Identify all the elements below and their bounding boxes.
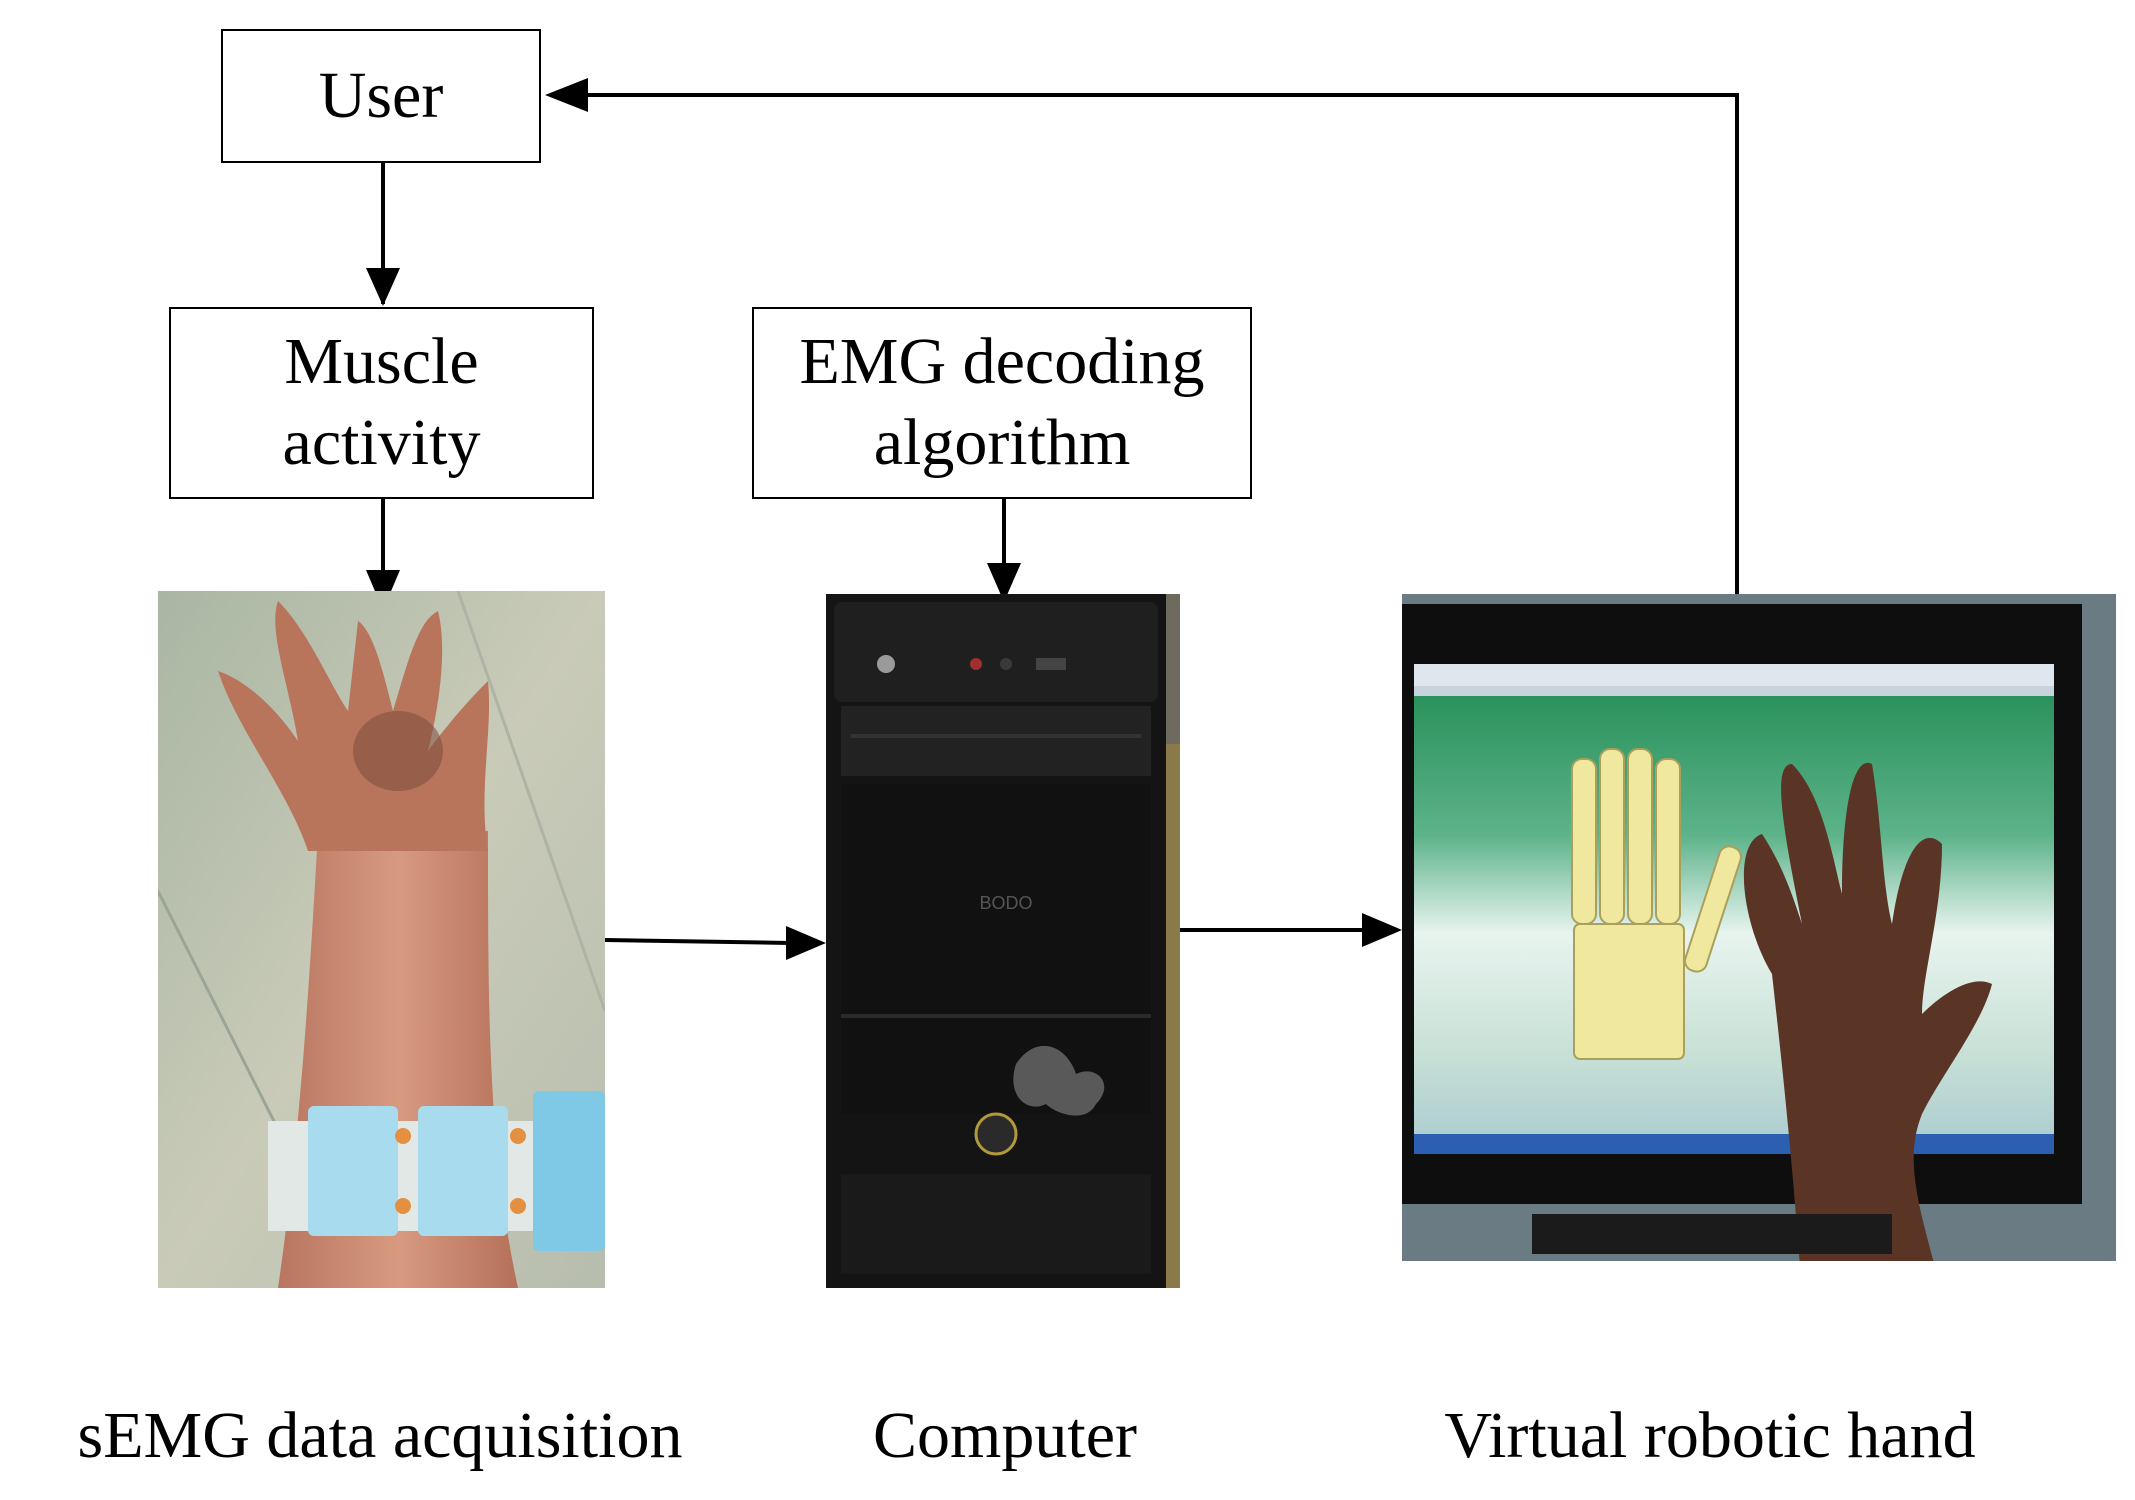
svg-text:BODO: BODO (979, 893, 1032, 913)
arrowhead-computer-left (786, 926, 826, 960)
arrowhead-muscle (366, 268, 400, 306)
emg-decoding-label-line2: algorithm (873, 406, 1131, 479)
emg-decoding-algorithm-box: EMG decoding algorithm (752, 307, 1252, 499)
muscle-activity-label-line1: Muscle (284, 325, 479, 399)
feedback-line-monitor-to-user (585, 93, 1739, 594)
muscle-activity-label-line2: activity (282, 406, 481, 479)
caption-semg-data-acquisition: sEMG data acquisition (77, 1399, 683, 1472)
arrow-forearm-to-computer (604, 938, 791, 945)
caption-virtual-robotic-hand: Virtual robotic hand (1444, 1399, 1976, 1472)
user-box: User (221, 29, 541, 163)
user-label: User (318, 58, 444, 132)
arrowhead-monitor (1362, 913, 1402, 947)
arrowhead-computer-top (987, 563, 1021, 602)
arrowhead-forearm (366, 570, 400, 610)
emg-decoding-label-line1: EMG decoding (799, 325, 1205, 399)
desktop-tower-computer-photo: BODO (826, 594, 1180, 1288)
muscle-activity-box: Muscle activity (169, 307, 594, 499)
monitor-with-virtual-hand-photo (1402, 594, 2116, 1261)
arrowhead-user (545, 78, 588, 112)
forearm-with-emg-armband-photo (158, 591, 605, 1288)
caption-computer: Computer (873, 1399, 1137, 1472)
